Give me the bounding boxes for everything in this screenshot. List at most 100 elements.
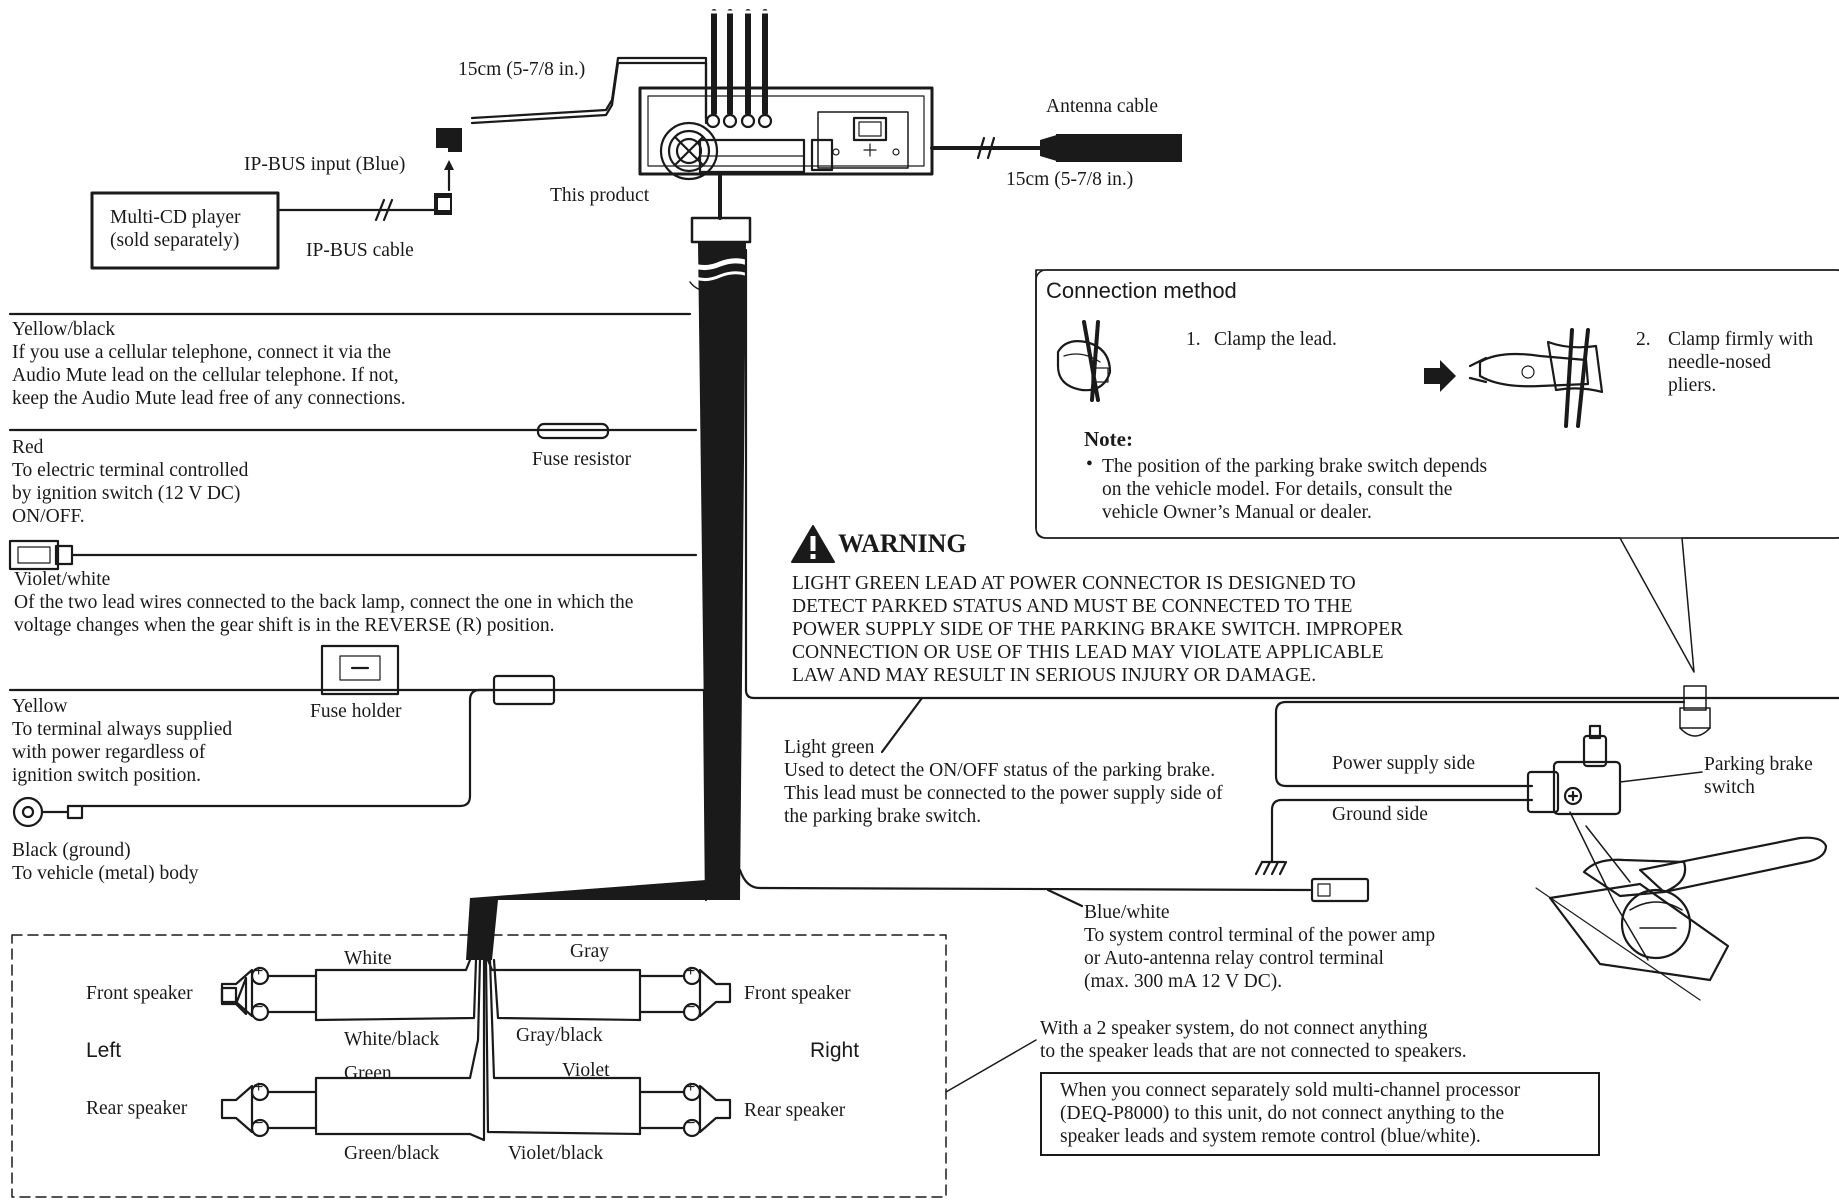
red-desc-2: by ignition switch (12 V DC) (12, 483, 241, 504)
fuse-resistor-label: Fuse resistor (532, 449, 632, 470)
two-speaker-note-1: With a 2 speaker system, do not connect … (1040, 1018, 1428, 1039)
main-harness (466, 172, 761, 960)
connection-method-callout (1035, 269, 1839, 673)
red-desc-1: To electric terminal controlled (12, 460, 249, 481)
processor-note-1: When you connect separately sold multi-c… (1060, 1080, 1521, 1101)
connection-method-title: Connection method (1046, 278, 1237, 303)
warning-title: WARNING (838, 529, 967, 558)
right-front-minus: − (686, 999, 696, 1016)
blue-white-lead (738, 868, 1370, 908)
left-front-plus: + (254, 963, 264, 980)
white-wire-label: White (344, 948, 392, 969)
left-front-minus: − (254, 999, 264, 1016)
right-front-plus: + (686, 963, 696, 980)
power-supply-side-label: Power supply side (1332, 753, 1475, 774)
yellow-black-desc-2: Audio Mute lead on the cellular telephon… (12, 365, 399, 386)
head-unit (638, 86, 934, 181)
multi-cd-player-box (90, 191, 280, 270)
yellow-desc-3: ignition switch position. (12, 765, 202, 786)
parking-brake-switch-label-2: switch (1704, 777, 1755, 798)
left-rear-speaker-label: Rear speaker (86, 1098, 188, 1119)
violet-white-desc-2: voltage changes when the gear shift is i… (14, 615, 555, 636)
black-ground-desc: To vehicle (metal) body (12, 863, 199, 884)
top-cables (470, 9, 772, 125)
note-line-1: The position of the parking brake switch… (1102, 456, 1488, 477)
gray-wire-label: Gray (570, 941, 609, 962)
processor-note-box (1040, 1072, 1600, 1156)
green-black-wire-label: Green/black (344, 1143, 440, 1164)
warning-line-5: LAW AND MAY RESULT IN SERIOUS INJURY OR … (792, 665, 1317, 686)
parking-brake-switch-label-1: Parking brake (1704, 754, 1813, 775)
violet-wire-label: Violet (562, 1060, 610, 1081)
light-green-desc-3: the parking brake switch. (784, 806, 982, 827)
this-product-label: This product (550, 185, 650, 206)
yellow-black-desc-1: If you use a cellular telephone, connect… (12, 342, 392, 363)
note-pointer-line (945, 1039, 1037, 1093)
blue-white-desc-2: or Auto-antenna relay control terminal (1084, 948, 1384, 969)
ipbus-length-label: 15cm (5-7/8 in.) (458, 59, 586, 80)
light-green-desc-2: This lead must be connected to the power… (784, 783, 1223, 804)
speaker-wiring (220, 958, 732, 1142)
speaker-section-frame (11, 934, 947, 1198)
blue-white-lead-label: Blue/white (1084, 902, 1170, 923)
gray-black-wire-label: Gray/black (516, 1025, 603, 1046)
step-2-text-1: Clamp firmly with (1668, 329, 1814, 350)
processor-note-2: (DEQ-P8000) to this unit, do not connect… (1060, 1103, 1505, 1124)
fuse-holder-label: Fuse holder (310, 701, 402, 722)
violet-white-lead-label: Violet/white (14, 569, 111, 590)
warning-line-4: CONNECTION OR USE OF THIS LEAD MAY VIOLA… (792, 642, 1384, 663)
warning-line-3: POWER SUPPLY SIDE OF THE PARKING BRAKE S… (792, 619, 1404, 640)
step-2-number: 2. (1636, 329, 1651, 350)
yellow-black-desc-3: keep the Audio Mute lead free of any con… (12, 388, 406, 409)
note-bullet: • (1086, 454, 1093, 475)
light-green-lead-label: Light green (784, 737, 875, 758)
step-1-number: 1. (1186, 329, 1201, 350)
note-title: Note: (1084, 427, 1133, 451)
step-1-text: Clamp the lead. (1214, 329, 1337, 350)
blue-white-desc-1: To system control terminal of the power … (1084, 925, 1436, 946)
ipbus-cable-label: IP-BUS cable (306, 240, 414, 261)
red-lead-label: Red (12, 437, 44, 458)
antenna-cable-graphic (930, 134, 1182, 162)
processor-note-3: speaker leads and system remote control … (1060, 1126, 1481, 1147)
left-rear-minus: − (254, 1115, 264, 1132)
left-front-speaker-label: Front speaker (86, 983, 193, 1004)
right-rear-minus: − (686, 1115, 696, 1132)
step-2-text-2: needle-nosed (1668, 352, 1771, 373)
yellow-desc-2: with power regardless of (12, 742, 206, 763)
antenna-length-label: 15cm (5-7/8 in.) (1006, 169, 1134, 190)
light-green-lead (744, 248, 1839, 754)
light-green-desc-1: Used to detect the ON/OFF status of the … (784, 760, 1216, 781)
left-leads (8, 312, 708, 902)
warning-icon (791, 525, 835, 563)
left-side-label: Left (86, 1039, 122, 1062)
multi-cd-sold-label: (sold separately) (110, 230, 240, 251)
right-front-speaker-label: Front speaker (744, 983, 851, 1004)
right-rear-speaker-label: Rear speaker (744, 1100, 846, 1121)
antenna-cable-label: Antenna cable (1046, 96, 1159, 117)
right-side-label: Right (810, 1039, 860, 1062)
note-line-2: on the vehicle model. For details, consu… (1102, 479, 1453, 500)
parking-brake-wiring (1254, 700, 1828, 1001)
note-line-3: vehicle Owner’s Manual or dealer. (1102, 502, 1372, 523)
blue-white-desc-3: (max. 300 mA 12 V DC). (1084, 971, 1283, 992)
ipbus-input-label: IP-BUS input (Blue) (244, 154, 406, 175)
black-ground-lead-label: Black (ground) (12, 840, 131, 861)
warning-line-2: DETECT PARKED STATUS AND MUST BE CONNECT… (792, 596, 1353, 617)
two-speaker-note-2: to the speaker leads that are not connec… (1040, 1041, 1467, 1062)
yellow-black-lead-label: Yellow/black (12, 319, 116, 340)
red-desc-3: ON/OFF. (12, 506, 85, 527)
white-black-wire-label: White/black (344, 1029, 440, 1050)
green-wire-label: Green (344, 1063, 392, 1084)
yellow-desc-1: To terminal always supplied (12, 719, 233, 740)
warning-line-1: LIGHT GREEN LEAD AT POWER CONNECTOR IS D… (792, 573, 1356, 594)
step-2-text-3: pliers. (1668, 375, 1717, 396)
violet-white-desc-1: Of the two lead wires connected to the b… (14, 592, 634, 613)
violet-black-wire-label: Violet/black (508, 1143, 604, 1164)
wire-clamp (1679, 685, 1711, 737)
left-rear-plus: + (254, 1079, 264, 1096)
ground-side-label: Ground side (1332, 804, 1428, 825)
multi-cd-player-label: Multi-CD player (110, 207, 241, 228)
right-rear-plus: + (686, 1079, 696, 1096)
